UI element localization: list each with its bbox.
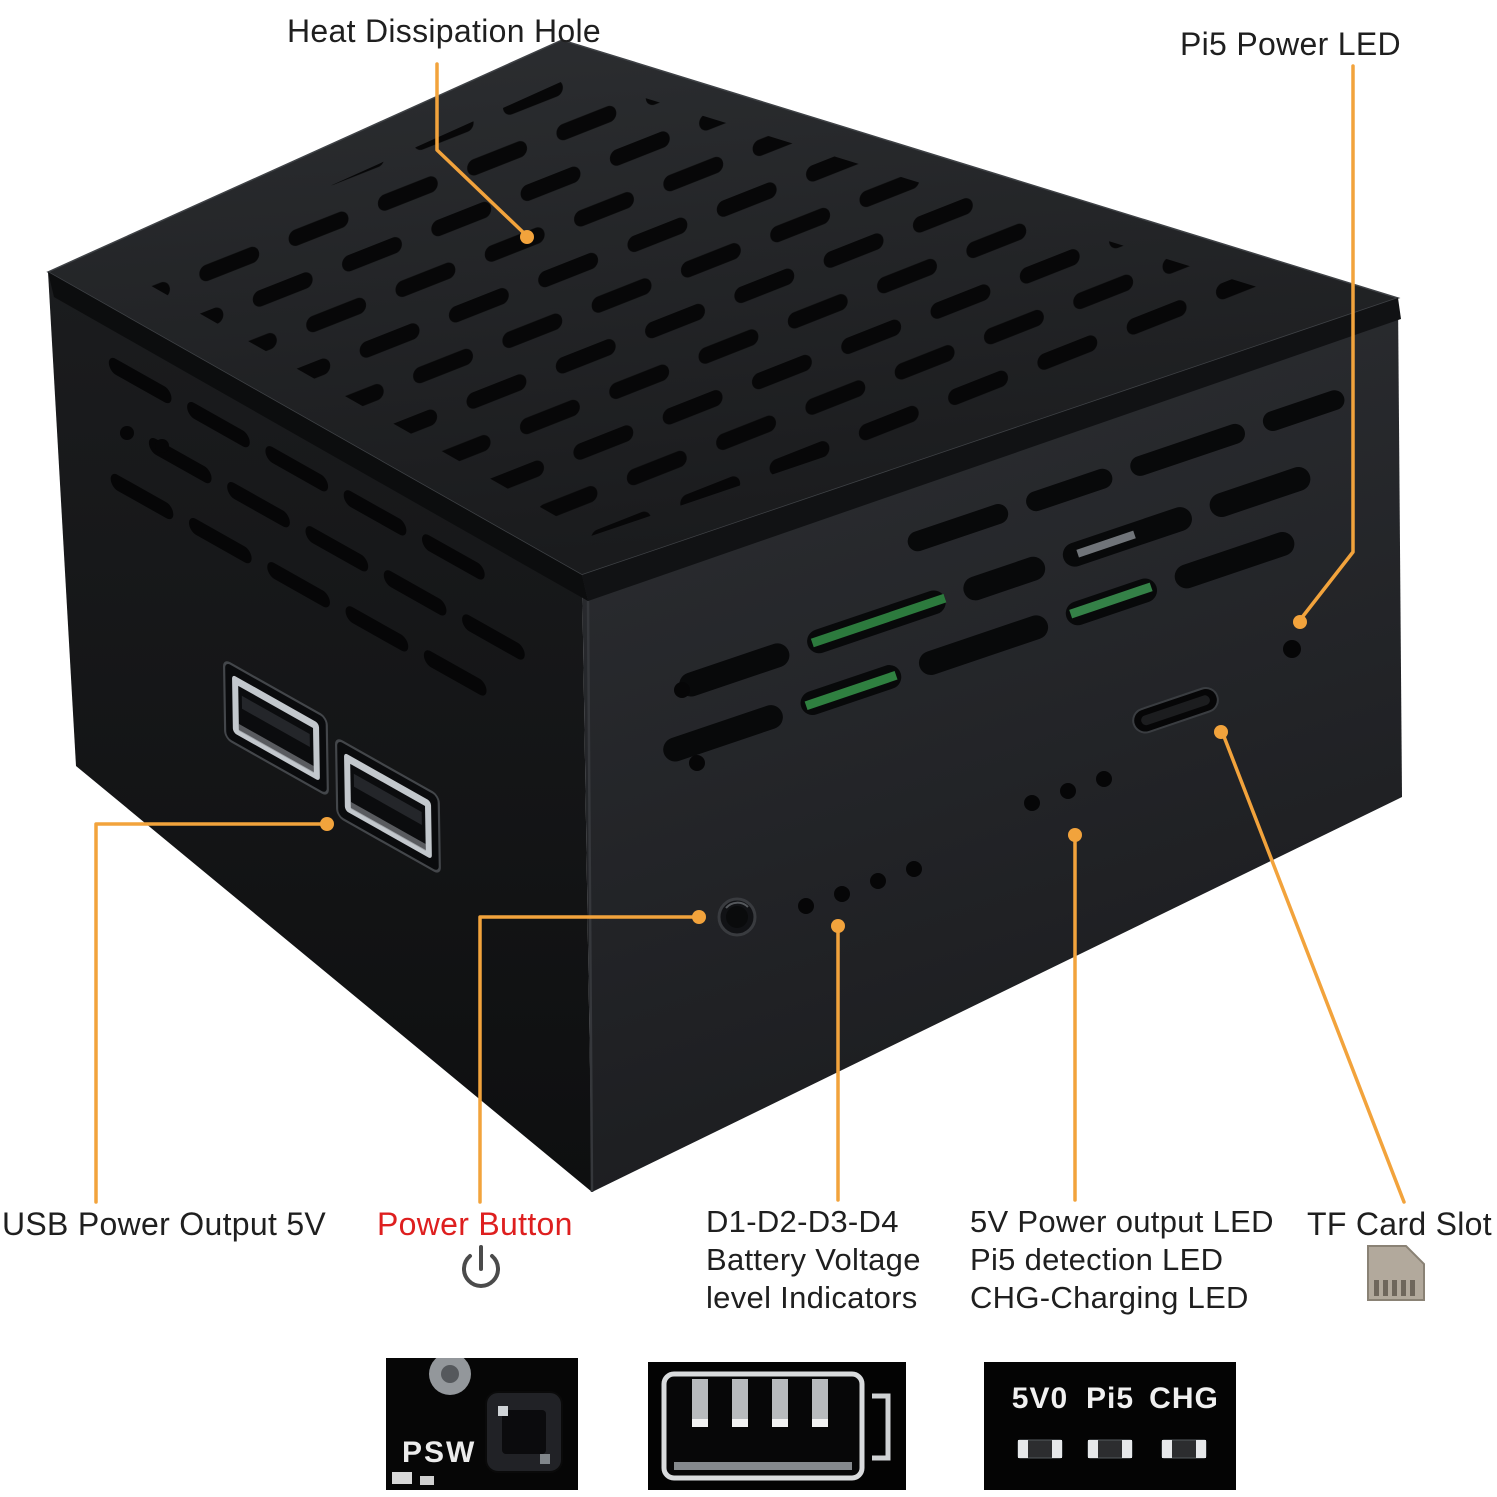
- front-corner-edge: [586, 600, 594, 1193]
- callout-line-power-button: [478, 915, 698, 1204]
- pcb-glimpse: [810, 593, 947, 648]
- lid-edge-front-right: [582, 298, 1401, 601]
- callout-line-tf-slot: [1221, 732, 1406, 1204]
- psw-silkscreen-text: PSW: [402, 1436, 476, 1469]
- usb-port-2: [335, 739, 441, 873]
- tactile-switch-icon: [485, 1391, 563, 1473]
- battery-indicator-holes: [798, 861, 922, 914]
- micro-sd-card-icon: [1367, 1245, 1425, 1301]
- callout-line-usb: [94, 822, 325, 1204]
- right-face-round-holes: [674, 682, 705, 771]
- label-status-leds: 5V Power output LED Pi5 detection LED CH…: [970, 1203, 1274, 1317]
- label-heat-dissipation-hole: Heat Dissipation Hole: [287, 13, 602, 49]
- callout-dot-pi5-led: [1293, 615, 1307, 629]
- usb-port-inset: [648, 1362, 906, 1490]
- screw-icon: [429, 1358, 471, 1395]
- silkscreen-pi5-text: Pi5: [1086, 1382, 1134, 1415]
- callout-line-heat: [435, 62, 529, 238]
- callout-dot-tf-slot: [1214, 725, 1228, 739]
- label-power-button: Power Button: [377, 1206, 573, 1242]
- lid-edge-front-left: [48, 272, 588, 601]
- pcb-glimpse: [804, 671, 898, 711]
- label-led-line-3: CHG-Charging LED: [970, 1280, 1249, 1315]
- callout-dot-status-leds: [1068, 828, 1082, 842]
- silkscreen-5v0-text: 5V0: [1012, 1382, 1068, 1415]
- tf-card-slot: [1132, 686, 1219, 734]
- label-battery-line-1: D1-D2-D3-D4: [706, 1204, 899, 1239]
- callout-dot-heat: [520, 230, 534, 244]
- right-face-vents-row-upper-mid: [679, 467, 1311, 697]
- power-button: [717, 897, 757, 937]
- led-markings-inset: 5V0 Pi5 CHG: [984, 1362, 1236, 1490]
- callout-dot-usb: [320, 817, 334, 831]
- left-face-round-holes: [120, 426, 169, 453]
- status-led-holes: [1024, 771, 1112, 811]
- label-led-line-2: Pi5 detection LED: [970, 1242, 1224, 1277]
- label-tf-card-slot: TF Card Slot: [1307, 1206, 1492, 1242]
- callout-dot-power-button: [692, 910, 706, 924]
- usb-port-1: [223, 661, 329, 795]
- callout-line-pi5-led: [1298, 64, 1355, 622]
- power-icon: [462, 1245, 500, 1288]
- label-battery-line-3: level Indicators: [706, 1280, 918, 1315]
- label-battery-line-2: Battery Voltage: [706, 1242, 921, 1277]
- right-face-vents-upper: [907, 390, 1345, 552]
- pi5-power-led-hole: [1283, 640, 1301, 658]
- usb-receptacle-icon: [661, 1371, 891, 1481]
- label-usb-power-output: USB Power Output 5V: [2, 1206, 327, 1242]
- label-led-line-1: 5V Power output LED: [970, 1204, 1274, 1239]
- psw-button-inset: PSW: [386, 1358, 578, 1490]
- label-pi5-power-led: Pi5 Power LED: [1180, 26, 1401, 62]
- callout-dot-battery: [831, 919, 845, 933]
- label-battery-indicators: D1-D2-D3-D4 Battery Voltage level Indica…: [706, 1203, 921, 1317]
- right-face-vents-row-lower-mid: [663, 532, 1295, 762]
- silkscreen-chg-text: CHG: [1149, 1382, 1219, 1415]
- smd-led-icons: [1017, 1439, 1207, 1459]
